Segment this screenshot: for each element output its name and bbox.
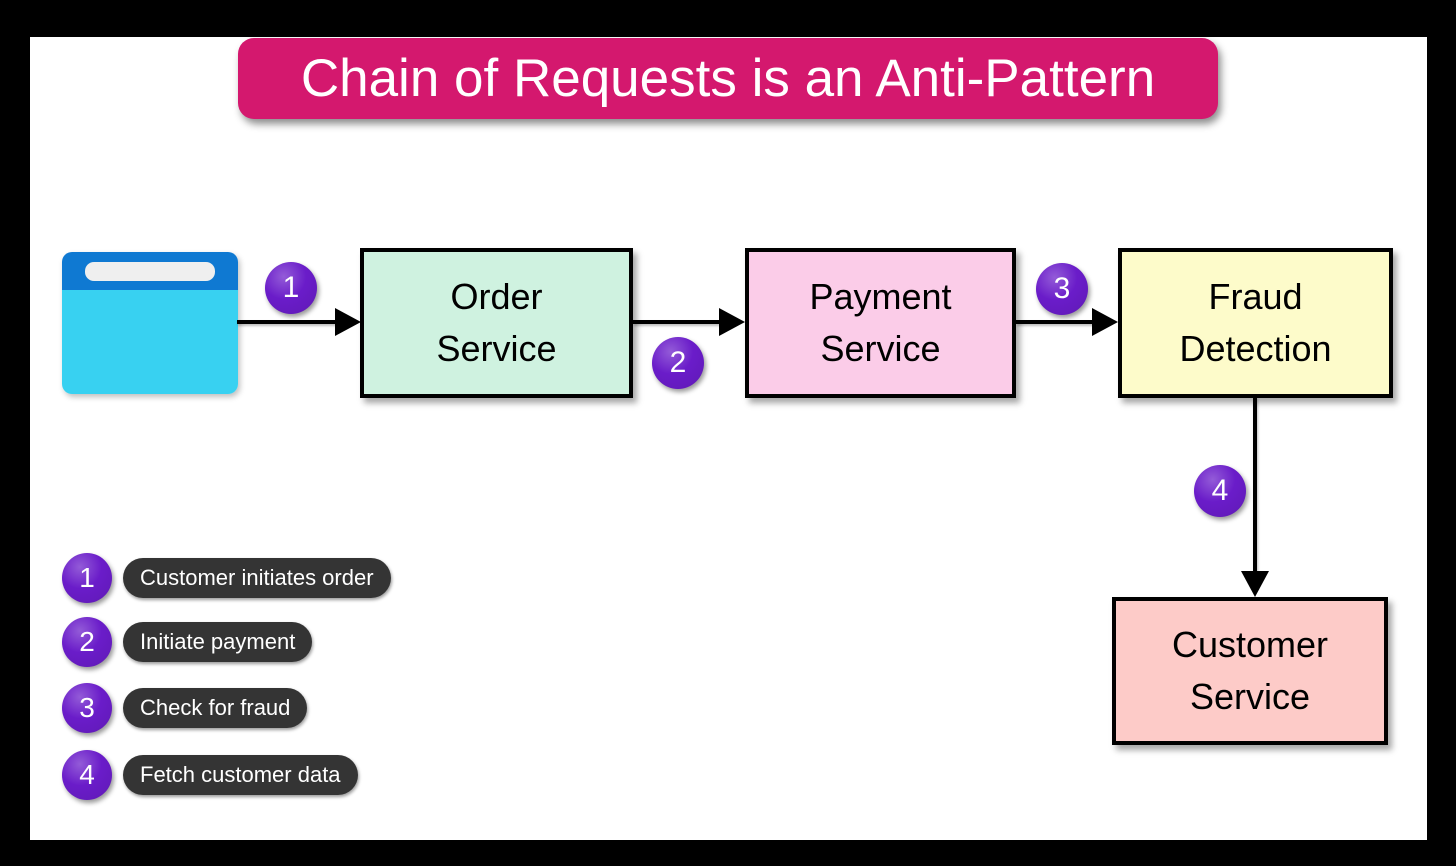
legend-marker-4: 4	[62, 750, 112, 800]
legend-marker-3: 3	[62, 683, 112, 733]
node-payment-service: Payment Service	[745, 248, 1016, 398]
step-marker-2: 2	[652, 337, 704, 389]
legend-label-3: Check for fraud	[123, 688, 308, 728]
diagram-canvas: Chain of Requests is an Anti-Pattern Ord…	[30, 37, 1427, 840]
legend-item-1: 1 Customer initiates order	[62, 553, 391, 603]
legend-label-4: Fetch customer data	[123, 755, 358, 795]
step-marker-4: 4	[1194, 465, 1246, 517]
legend-item-4: 4 Fetch customer data	[62, 750, 358, 800]
arrow-2-line	[633, 320, 723, 324]
legend-marker-1: 1	[62, 553, 112, 603]
arrow-4-line	[1253, 398, 1257, 575]
legend-marker-2: 2	[62, 617, 112, 667]
arrow-4-head-icon	[1241, 571, 1269, 597]
step-marker-3: 3	[1036, 263, 1088, 315]
legend-label-2: Initiate payment	[123, 622, 313, 662]
node-customer-service: Customer Service	[1112, 597, 1388, 745]
browser-viewport	[62, 290, 238, 394]
step-marker-1: 1	[265, 262, 317, 314]
diagram-title: Chain of Requests is an Anti-Pattern	[300, 49, 1156, 108]
browser-address-bar-icon	[85, 262, 215, 281]
arrow-2-head-icon	[719, 308, 745, 336]
arrow-1-line	[237, 320, 339, 324]
node-order-service: Order Service	[360, 248, 633, 398]
node-fraud-detection: Fraud Detection	[1118, 248, 1393, 398]
arrow-3-line	[1016, 320, 1094, 324]
arrow-3-head-icon	[1092, 308, 1118, 336]
arrow-1-head-icon	[335, 308, 361, 336]
browser-titlebar	[62, 252, 238, 290]
legend-item-2: 2 Initiate payment	[62, 617, 313, 667]
legend-label-1: Customer initiates order	[123, 558, 391, 598]
browser-window-icon	[62, 252, 238, 394]
legend-item-3: 3 Check for fraud	[62, 683, 308, 733]
title-banner: Chain of Requests is an Anti-Pattern	[238, 38, 1218, 119]
